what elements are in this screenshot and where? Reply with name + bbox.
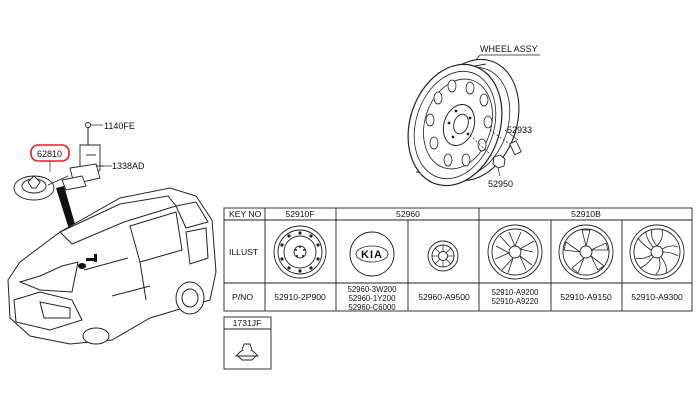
wheel-assy-label: WHEEL ASSY [480, 44, 538, 54]
key-header-52910F: 52910F [285, 209, 314, 219]
spare-tire-carrier-icon [13, 144, 104, 201]
key-header-52910B: 52910B [571, 209, 601, 219]
pno-cell: 52960-3W200 [348, 285, 398, 294]
kia-hub-cap-icon: KIA [349, 231, 395, 277]
alloy-wheel-icon [487, 224, 543, 280]
pno-cell: 52910-2P900 [274, 292, 326, 302]
label-52933: 52933 [507, 125, 532, 135]
alloy-wheel-icon [558, 224, 614, 280]
key-header-1731JF: 1731JF [233, 318, 262, 328]
pno-cell: 52960-C6000 [348, 303, 396, 312]
vehicle-illustration: 1140FE 1338AD 62810 [7, 121, 217, 345]
steel-spare-wheel-icon [273, 225, 327, 279]
lug-nut-icon [469, 134, 506, 177]
row-label-pno: P/NO [232, 292, 253, 302]
kia-logo-text: KIA [361, 249, 383, 261]
row-label-illust: ILLUST [229, 247, 259, 257]
pno-cell: 52960-1Y200 [349, 294, 396, 303]
pno-cell: 52910-A9220 [492, 297, 539, 306]
wheel-assembly: WHEEL ASSY [407, 44, 540, 189]
pno-cell: 52910-A9300 [631, 292, 683, 302]
center-cap-icon [427, 240, 459, 272]
key-header-52960: 52960 [396, 209, 420, 219]
parts-table: KEY NO ILLUST P/NO 52910F 52960 52910B 5… [223, 207, 693, 370]
pno-cell: 52910-A9150 [560, 292, 612, 302]
pno-cell: 52960-A9500 [418, 292, 470, 302]
label-1140FE: 1140FE [104, 121, 135, 131]
bolt-icon [85, 122, 103, 145]
pno-cell: 52910-A9200 [492, 288, 539, 297]
clip-icon [234, 343, 260, 361]
row-label-keyno: KEY NO [229, 209, 262, 219]
label-52950: 52950 [488, 179, 513, 189]
label-62810: 62810 [37, 149, 62, 159]
label-1338AD: 1338AD [112, 161, 145, 171]
alloy-wheel-icon [629, 224, 685, 280]
spare-location-marker [78, 254, 97, 269]
minivan-icon [7, 187, 217, 345]
valve-icon [489, 129, 522, 156]
